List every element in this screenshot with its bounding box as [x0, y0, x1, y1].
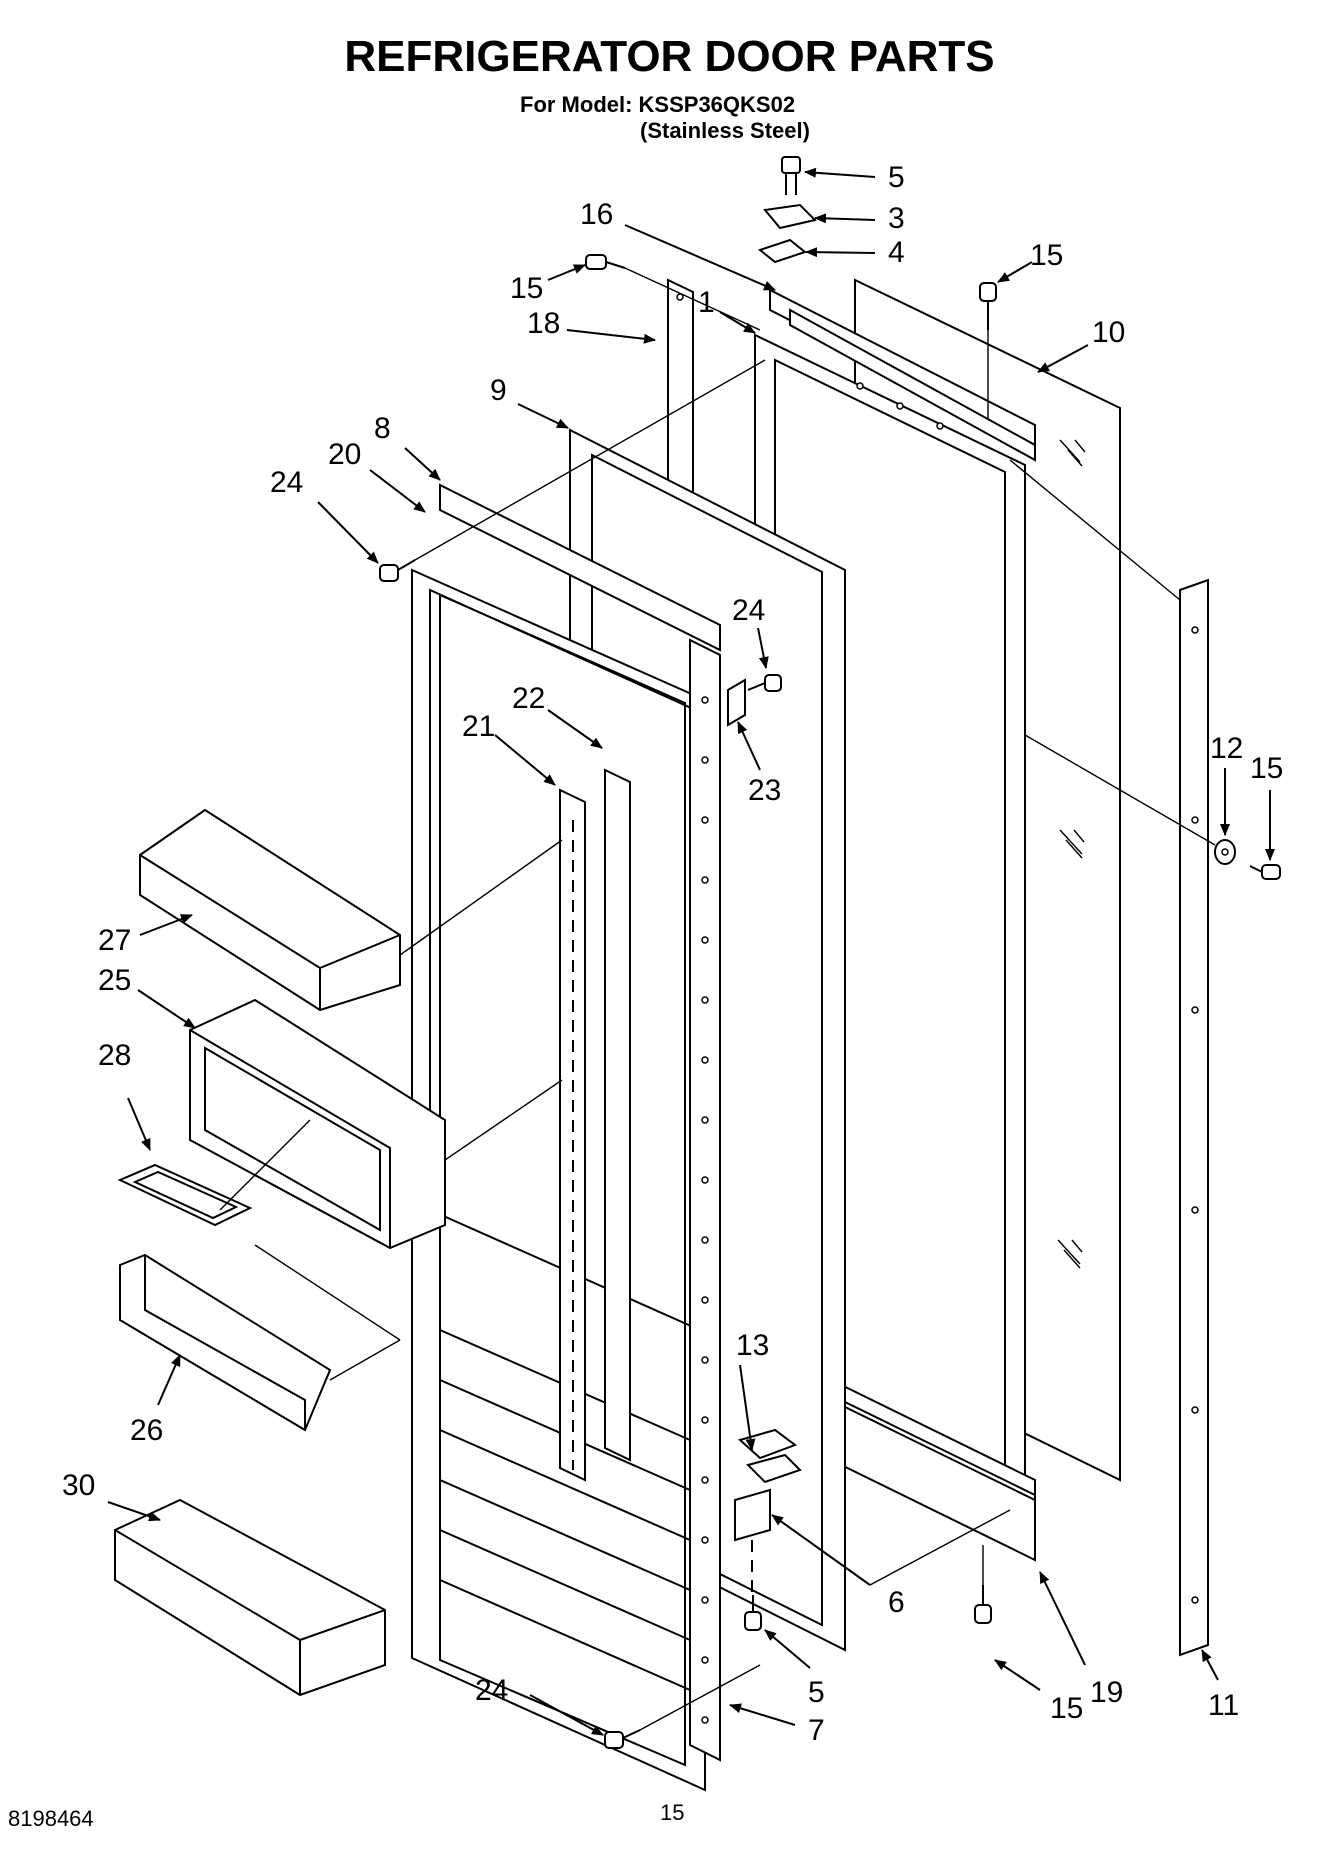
hinge-6	[734, 1488, 771, 1595]
callout-label: 18	[527, 307, 560, 340]
callout-label: 13	[736, 1329, 769, 1362]
callout-label: 12	[1210, 732, 1243, 765]
callout-label: 24	[270, 466, 303, 499]
callout-16: 16	[580, 198, 776, 291]
shelf-26	[119, 1253, 332, 1432]
callout-label: 15	[510, 272, 543, 305]
callout-label: 5	[808, 1676, 825, 1709]
callout-24-mid: 24	[732, 594, 769, 669]
callout-25: 25	[98, 964, 196, 1029]
document-number: 8198464	[8, 1806, 94, 1831]
tray-28	[117, 1163, 253, 1227]
callout-15-top-right: 15	[997, 239, 1063, 283]
outer-door-skin	[1179, 578, 1209, 1657]
callout-30: 30	[62, 1469, 161, 1522]
callout-label: 5	[888, 161, 905, 194]
callout-18: 18	[527, 307, 656, 344]
callout-label: 3	[888, 202, 905, 235]
page-number: 15	[660, 1800, 685, 1825]
callout-23: 23	[737, 721, 781, 807]
callout-label: 19	[1090, 1676, 1123, 1709]
callout-12: 12	[1210, 732, 1243, 836]
shelf-rail-right	[604, 768, 631, 1462]
callout-21: 21	[462, 710, 556, 786]
bin-27	[139, 808, 401, 1012]
callout-19: 19	[1039, 1571, 1123, 1709]
callout-label: 9	[490, 374, 507, 407]
callout-9: 9	[490, 374, 569, 429]
liner-screw-holes	[701, 696, 709, 1724]
callout-label: 24	[475, 1674, 508, 1707]
callout-label: 15	[1250, 752, 1283, 785]
screw-24-mid	[747, 674, 782, 692]
callout-label: 7	[808, 1714, 825, 1747]
hinge-13	[737, 1428, 802, 1484]
callout-label: 4	[888, 236, 905, 269]
callout-13: 13	[736, 1329, 769, 1451]
callout-label: 26	[130, 1414, 163, 1447]
callout-15-bottom: 15	[994, 1659, 1083, 1725]
callout-label: 1	[698, 286, 715, 319]
callout-5-bottom: 5	[764, 1629, 825, 1709]
screw-15-top-right	[979, 282, 997, 420]
callout-label: 20	[328, 438, 361, 471]
model-line: For Model: KSSP36QKS02	[520, 92, 796, 117]
callout-label: 22	[512, 682, 545, 715]
callout-22: 22	[512, 682, 603, 749]
callout-15-top-left: 15	[510, 264, 586, 305]
bin-30	[114, 1498, 386, 1697]
callout-11: 11	[1201, 1649, 1239, 1722]
callout-27: 27	[98, 914, 193, 957]
callout-24-bottom: 24	[475, 1674, 604, 1736]
callout-label: 21	[462, 710, 495, 743]
callout-label: 11	[1208, 1689, 1239, 1722]
screw-15-bottom	[974, 1545, 992, 1624]
hinge-pin-5	[781, 156, 801, 195]
callout-24-top: 24	[270, 466, 379, 564]
screw-5-bottom	[744, 1595, 762, 1631]
shelf-rail-left	[559, 788, 586, 1482]
callout-label: 15	[1030, 239, 1063, 272]
callout-label: 23	[748, 774, 781, 807]
screw-15-top-left	[585, 254, 626, 270]
screw-24-bottom	[604, 1729, 641, 1749]
liner-top-trim	[439, 483, 721, 652]
callout-7: 7	[729, 1703, 825, 1747]
callout-5-top: 5	[804, 161, 905, 194]
callout-label: 16	[580, 198, 613, 231]
callout-label: 10	[1092, 316, 1125, 349]
hinge-shim-4	[757, 238, 808, 264]
callout-1: 1	[698, 286, 756, 334]
alignment-lines	[219, 267, 1216, 1731]
callout-6: 6	[771, 1514, 905, 1619]
callout-label: 25	[98, 964, 131, 997]
bracket-23	[727, 678, 746, 727]
hinge-3	[763, 203, 817, 230]
callout-8: 8	[374, 412, 441, 481]
callout-label: 27	[98, 924, 131, 957]
page-title: REFRIGERATOR DOOR PARTS	[344, 32, 995, 81]
top-trim-bracket	[769, 288, 1036, 462]
callout-26: 26	[130, 1354, 181, 1447]
callout-label: 24	[732, 594, 765, 627]
door-liner	[411, 568, 721, 1792]
bin-25	[189, 998, 446, 1250]
callout-label: 15	[1050, 1692, 1083, 1725]
callout-3: 3	[814, 202, 905, 235]
callout-label: 30	[62, 1469, 95, 1502]
callout-10: 10	[1037, 316, 1125, 373]
washer-12	[1214, 839, 1236, 865]
callout-label: 6	[888, 1586, 905, 1619]
callout-20: 20	[328, 438, 426, 513]
callout-label: 8	[374, 412, 391, 445]
callout-4: 4	[805, 236, 905, 269]
screw-15-right	[1249, 864, 1281, 880]
callout-28: 28	[98, 1039, 151, 1151]
callout-label: 28	[98, 1039, 131, 1072]
screw-24-top	[379, 559, 416, 582]
callout-15-right: 15	[1250, 752, 1283, 861]
finish-line: (Stainless Steel)	[640, 118, 810, 143]
